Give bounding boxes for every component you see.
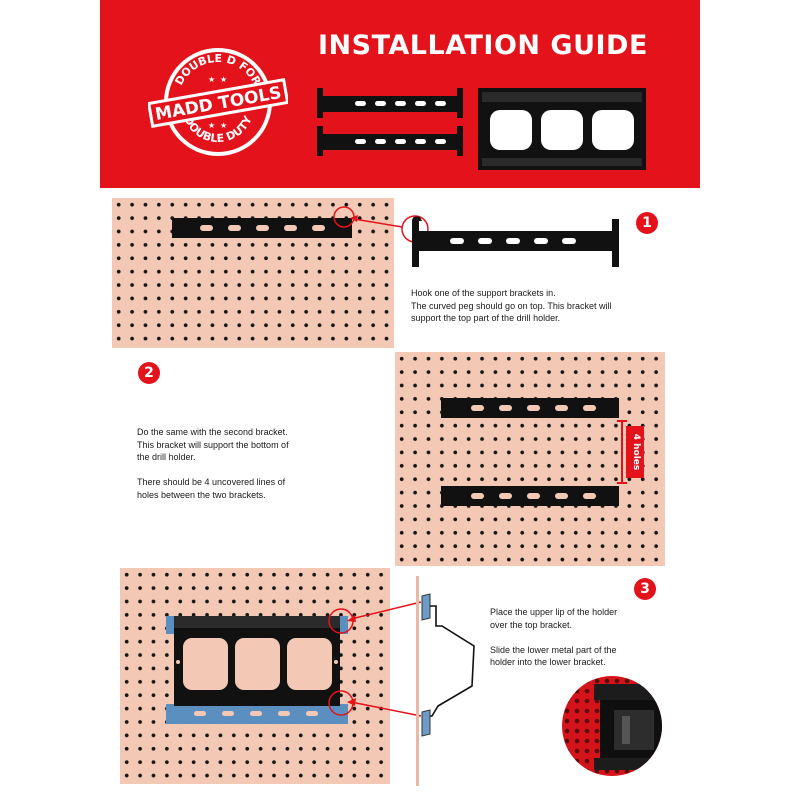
step1-line: support the top part of the drill holder… bbox=[411, 313, 561, 323]
step3-side-profile bbox=[408, 576, 488, 786]
step3-line: over the top bracket. bbox=[490, 619, 573, 630]
step1-bracket-side-view bbox=[410, 213, 625, 269]
step2-pegboard bbox=[395, 352, 665, 566]
svg-text:★: ★ bbox=[208, 121, 215, 130]
svg-text:★: ★ bbox=[220, 75, 227, 84]
step3-closeup-photo bbox=[562, 676, 662, 776]
step2-line: Do the same with the second bracket. bbox=[137, 427, 288, 437]
step2-upper-bracket bbox=[441, 398, 619, 418]
step2-line: holes between the two brackets. bbox=[137, 489, 266, 500]
page-title: INSTALLATION GUIDE bbox=[318, 30, 648, 61]
step1-instructions: Hook one of the support brackets in. The… bbox=[411, 287, 611, 325]
step2-line: There should be 4 uncovered lines of bbox=[137, 477, 286, 487]
step2-callout-label: 4 holes bbox=[631, 433, 641, 471]
step1-number-badge: 1 bbox=[636, 212, 658, 234]
svg-text:★: ★ bbox=[220, 121, 227, 130]
svg-text:★: ★ bbox=[208, 75, 215, 84]
step2-spacing-indicator bbox=[616, 420, 646, 484]
step3-line: holder into the lower bracket. bbox=[490, 657, 606, 667]
step2-line bbox=[137, 464, 289, 477]
step3-number-badge: 3 bbox=[634, 578, 656, 600]
step2-lower-bracket bbox=[441, 486, 619, 506]
drill-holder-illustration bbox=[478, 88, 646, 170]
bracket-illustration-pair bbox=[315, 82, 465, 164]
step2-number-badge: 2 bbox=[138, 362, 160, 384]
step3-instructions: Place the upper lip of the holder over t… bbox=[490, 606, 617, 669]
step2-line: This bracket will support the bottom of bbox=[137, 439, 289, 450]
step1-line: Hook one of the support brackets in. bbox=[411, 288, 556, 298]
step3-holder-assembly bbox=[166, 612, 348, 728]
brand-logo: DOUBLE D FOR DOUBLE DUTY ★ ★ ★ ★ MADD TO… bbox=[146, 40, 290, 160]
step3-line: Place the upper lip of the holder bbox=[490, 607, 618, 617]
step3-detail-arrows bbox=[325, 590, 435, 730]
step3-line: Slide the lower metal part of the bbox=[490, 644, 617, 655]
step3-line bbox=[490, 631, 617, 644]
step1-mounted-bracket bbox=[172, 218, 352, 238]
step2-line: the drill holder. bbox=[137, 452, 196, 462]
step2-instructions: Do the same with the second bracket. Thi… bbox=[137, 426, 289, 501]
step1-line: The curved peg should go on top. This br… bbox=[411, 300, 612, 311]
